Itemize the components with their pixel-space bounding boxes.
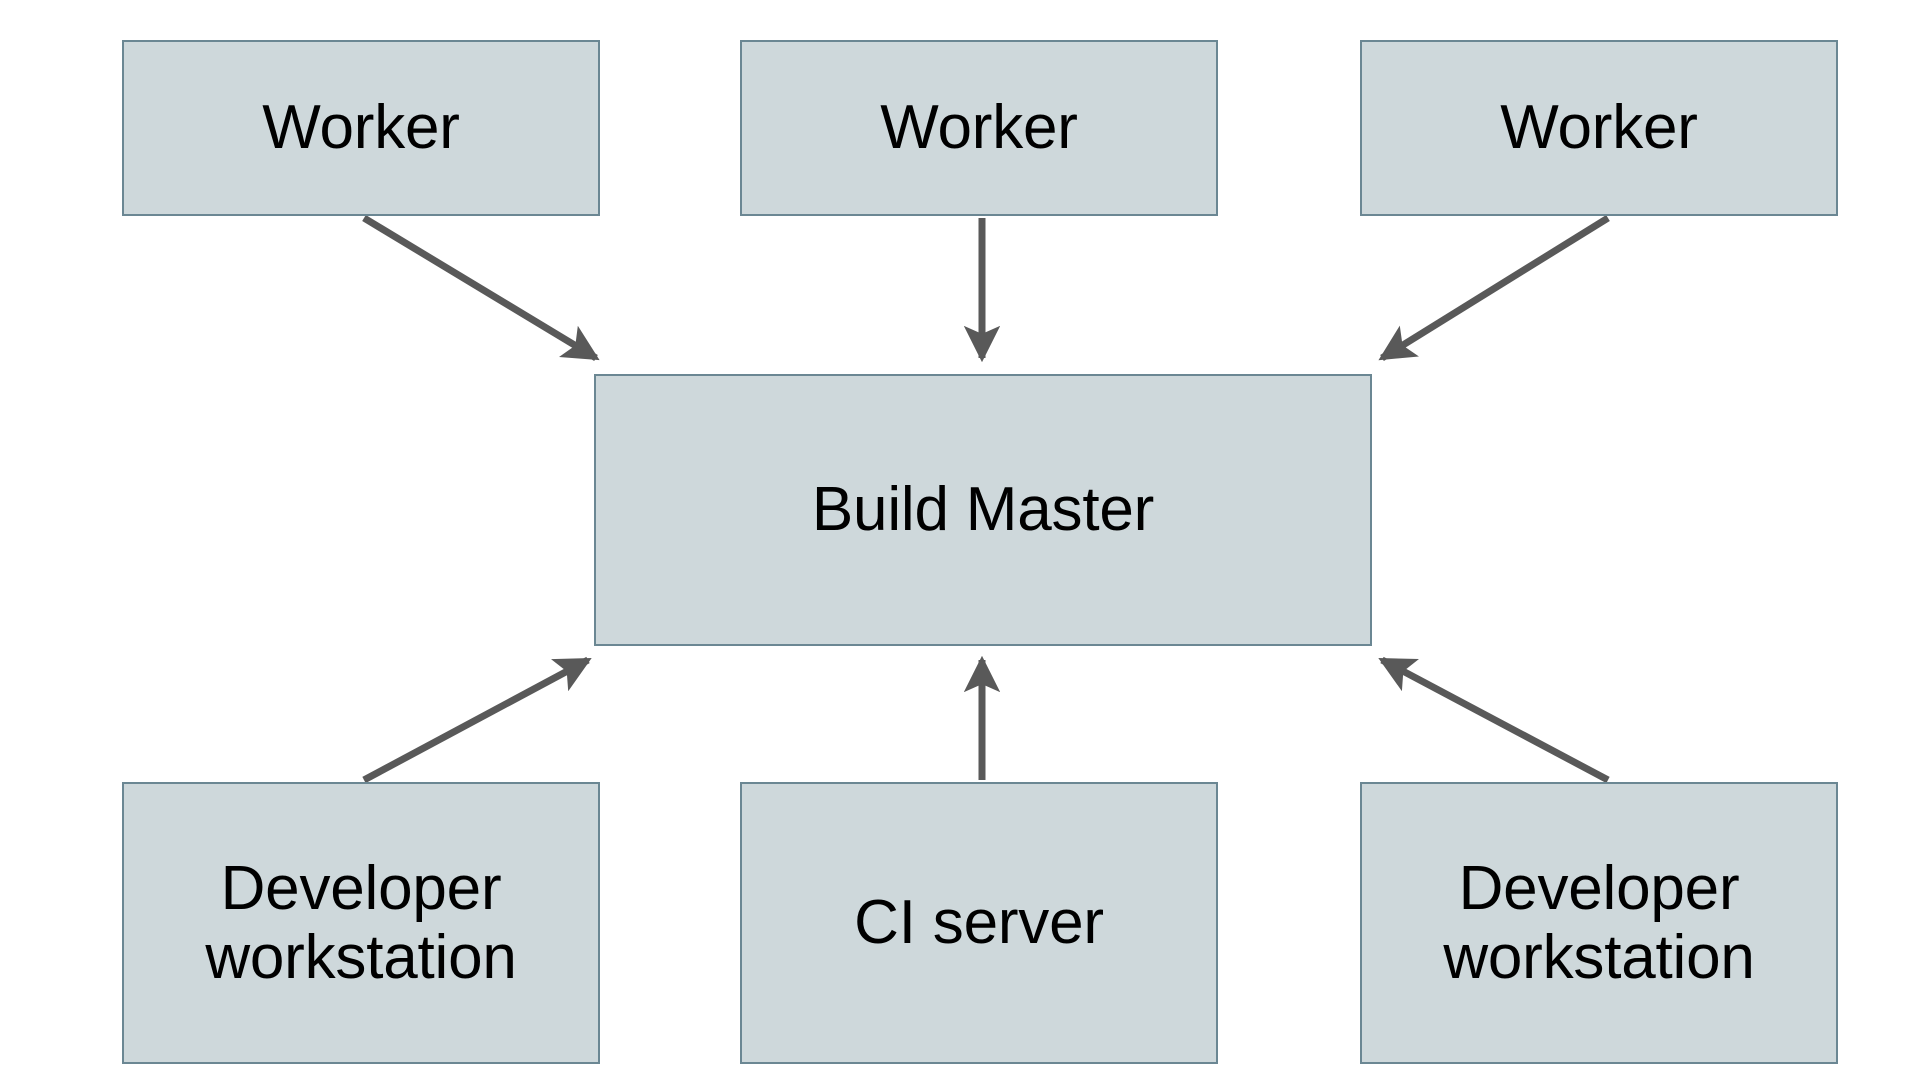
node-worker-2[interactable]: Worker: [740, 40, 1218, 216]
node-build-master[interactable]: Build Master: [594, 374, 1372, 646]
node-ci-server[interactable]: CI server: [740, 782, 1218, 1064]
edge-worker-3-to-build-master: [1378, 215, 1610, 361]
node-worker-1-label: Worker: [262, 93, 460, 163]
node-worker-2-label: Worker: [880, 93, 1078, 163]
edge-dev-ws-left-to-build-master: [362, 656, 592, 784]
node-worker-3-label: Worker: [1500, 93, 1698, 163]
node-developer-workstation-right[interactable]: Developer workstation: [1360, 782, 1838, 1064]
node-developer-workstation-left-label: Developer workstation: [205, 853, 517, 992]
node-worker-1[interactable]: Worker: [122, 40, 600, 216]
node-developer-workstation-right-label: Developer workstation: [1443, 853, 1755, 992]
edge-worker-1-to-build-master: [362, 215, 600, 361]
node-worker-3[interactable]: Worker: [1360, 40, 1838, 216]
node-ci-server-label: CI server: [854, 888, 1104, 958]
node-build-master-label: Build Master: [811, 475, 1155, 545]
node-developer-workstation-left[interactable]: Developer workstation: [122, 782, 600, 1064]
edge-dev-ws-right-to-build-master: [1378, 656, 1610, 784]
